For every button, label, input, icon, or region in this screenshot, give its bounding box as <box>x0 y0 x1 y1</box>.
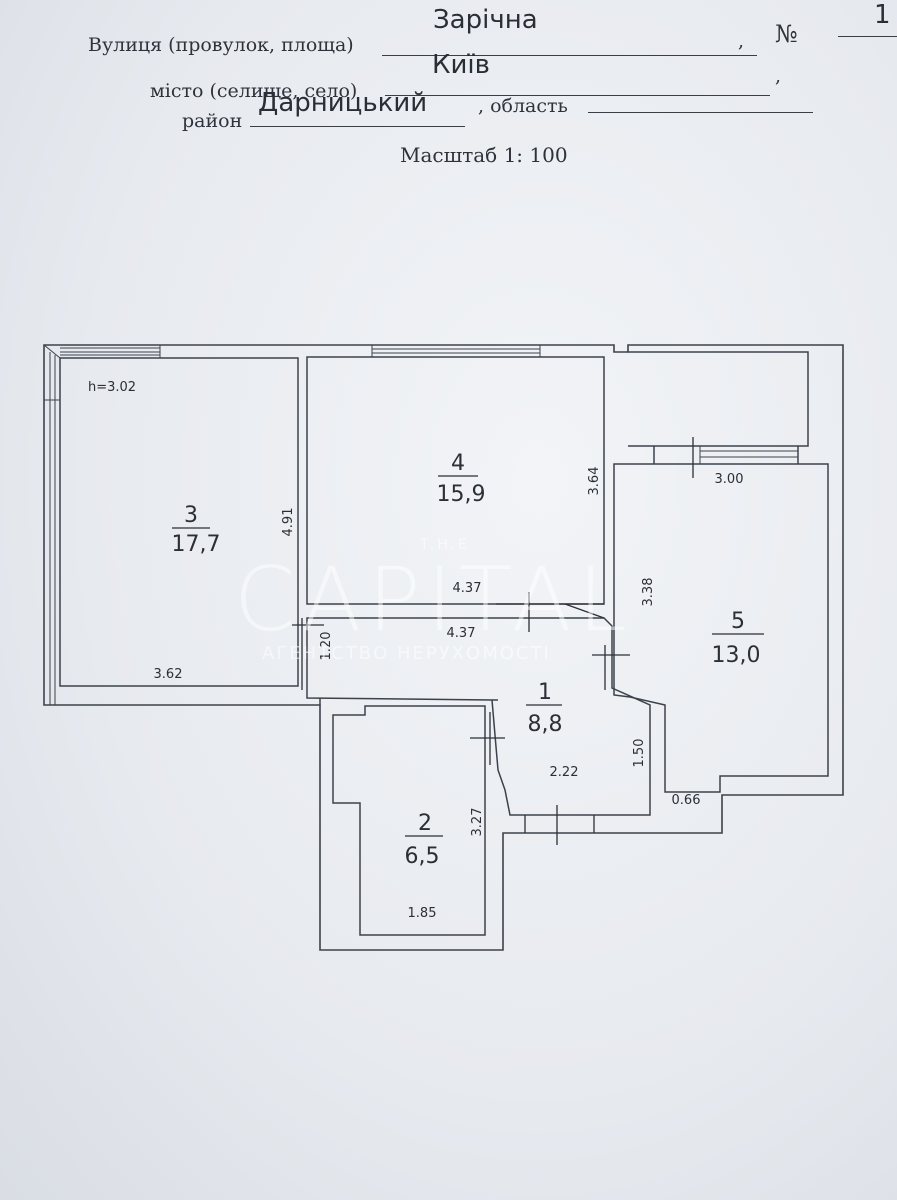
ceiling-height-label: h=3.02 <box>88 380 136 395</box>
district-underline <box>250 126 465 127</box>
balcony-outline <box>628 351 809 447</box>
street-comma: , <box>738 30 745 52</box>
number-label: № <box>775 20 798 48</box>
scale-label: Масштаб 1: 100 <box>400 143 568 167</box>
room-1-outline <box>306 617 651 816</box>
room-4-area: 15,9 <box>437 482 486 507</box>
street-label: Вулиця (провулок, площа) <box>88 34 354 56</box>
dim-room4-height: 3.64 <box>587 467 602 496</box>
outer-walls <box>43 344 844 951</box>
city-value: Київ <box>432 50 490 80</box>
dim-room4-width: 4.37 <box>453 581 482 596</box>
region-underline <box>588 112 813 113</box>
dim-room5-height: 3.38 <box>641 578 656 607</box>
dim-room2-height: 3.27 <box>470 808 485 837</box>
dim-hall-height: 1.50 <box>632 739 647 768</box>
city-underline <box>385 95 770 96</box>
room-2-outline <box>332 705 486 936</box>
room-3-number: 3 <box>184 503 198 528</box>
region-label: , область <box>478 95 568 117</box>
room-5-outline <box>613 463 829 793</box>
room-4-number: 4 <box>451 451 465 476</box>
dim-corridor-height: 1.20 <box>319 632 334 661</box>
street-underline <box>382 55 757 56</box>
room-3-outline <box>59 357 299 687</box>
dim-room5-top: 3.00 <box>715 472 744 487</box>
room-3-area: 17,7 <box>172 532 221 557</box>
dim-hall-width: 2.22 <box>550 765 579 780</box>
dim-offset: 0.66 <box>672 793 701 808</box>
street-value: Зарічна <box>433 5 538 35</box>
windows <box>43 344 798 705</box>
dim-corridor-width: 4.37 <box>447 626 476 641</box>
number-underline <box>838 36 897 37</box>
room-1-number: 1 <box>538 680 552 705</box>
city-comma: , <box>775 65 782 87</box>
room-2-area: 6,5 <box>405 844 440 869</box>
room-1-area: 8,8 <box>528 712 563 737</box>
room-4-outline <box>306 356 605 605</box>
room-5-area: 13,0 <box>712 643 761 668</box>
number-value: 1 <box>874 0 891 30</box>
room-2-number: 2 <box>418 811 432 836</box>
district-value: Дарницький <box>258 88 428 118</box>
dim-room2-width: 1.85 <box>408 906 437 921</box>
dim-room3-height: 4.91 <box>281 508 296 537</box>
balcony-door-jambs <box>653 446 799 464</box>
dim-room3-width: 3.62 <box>154 667 183 682</box>
room-5-number: 5 <box>731 609 745 634</box>
district-label: район <box>182 110 243 132</box>
door-marks <box>292 437 694 845</box>
city-label: місто (селище, село) <box>150 80 358 102</box>
